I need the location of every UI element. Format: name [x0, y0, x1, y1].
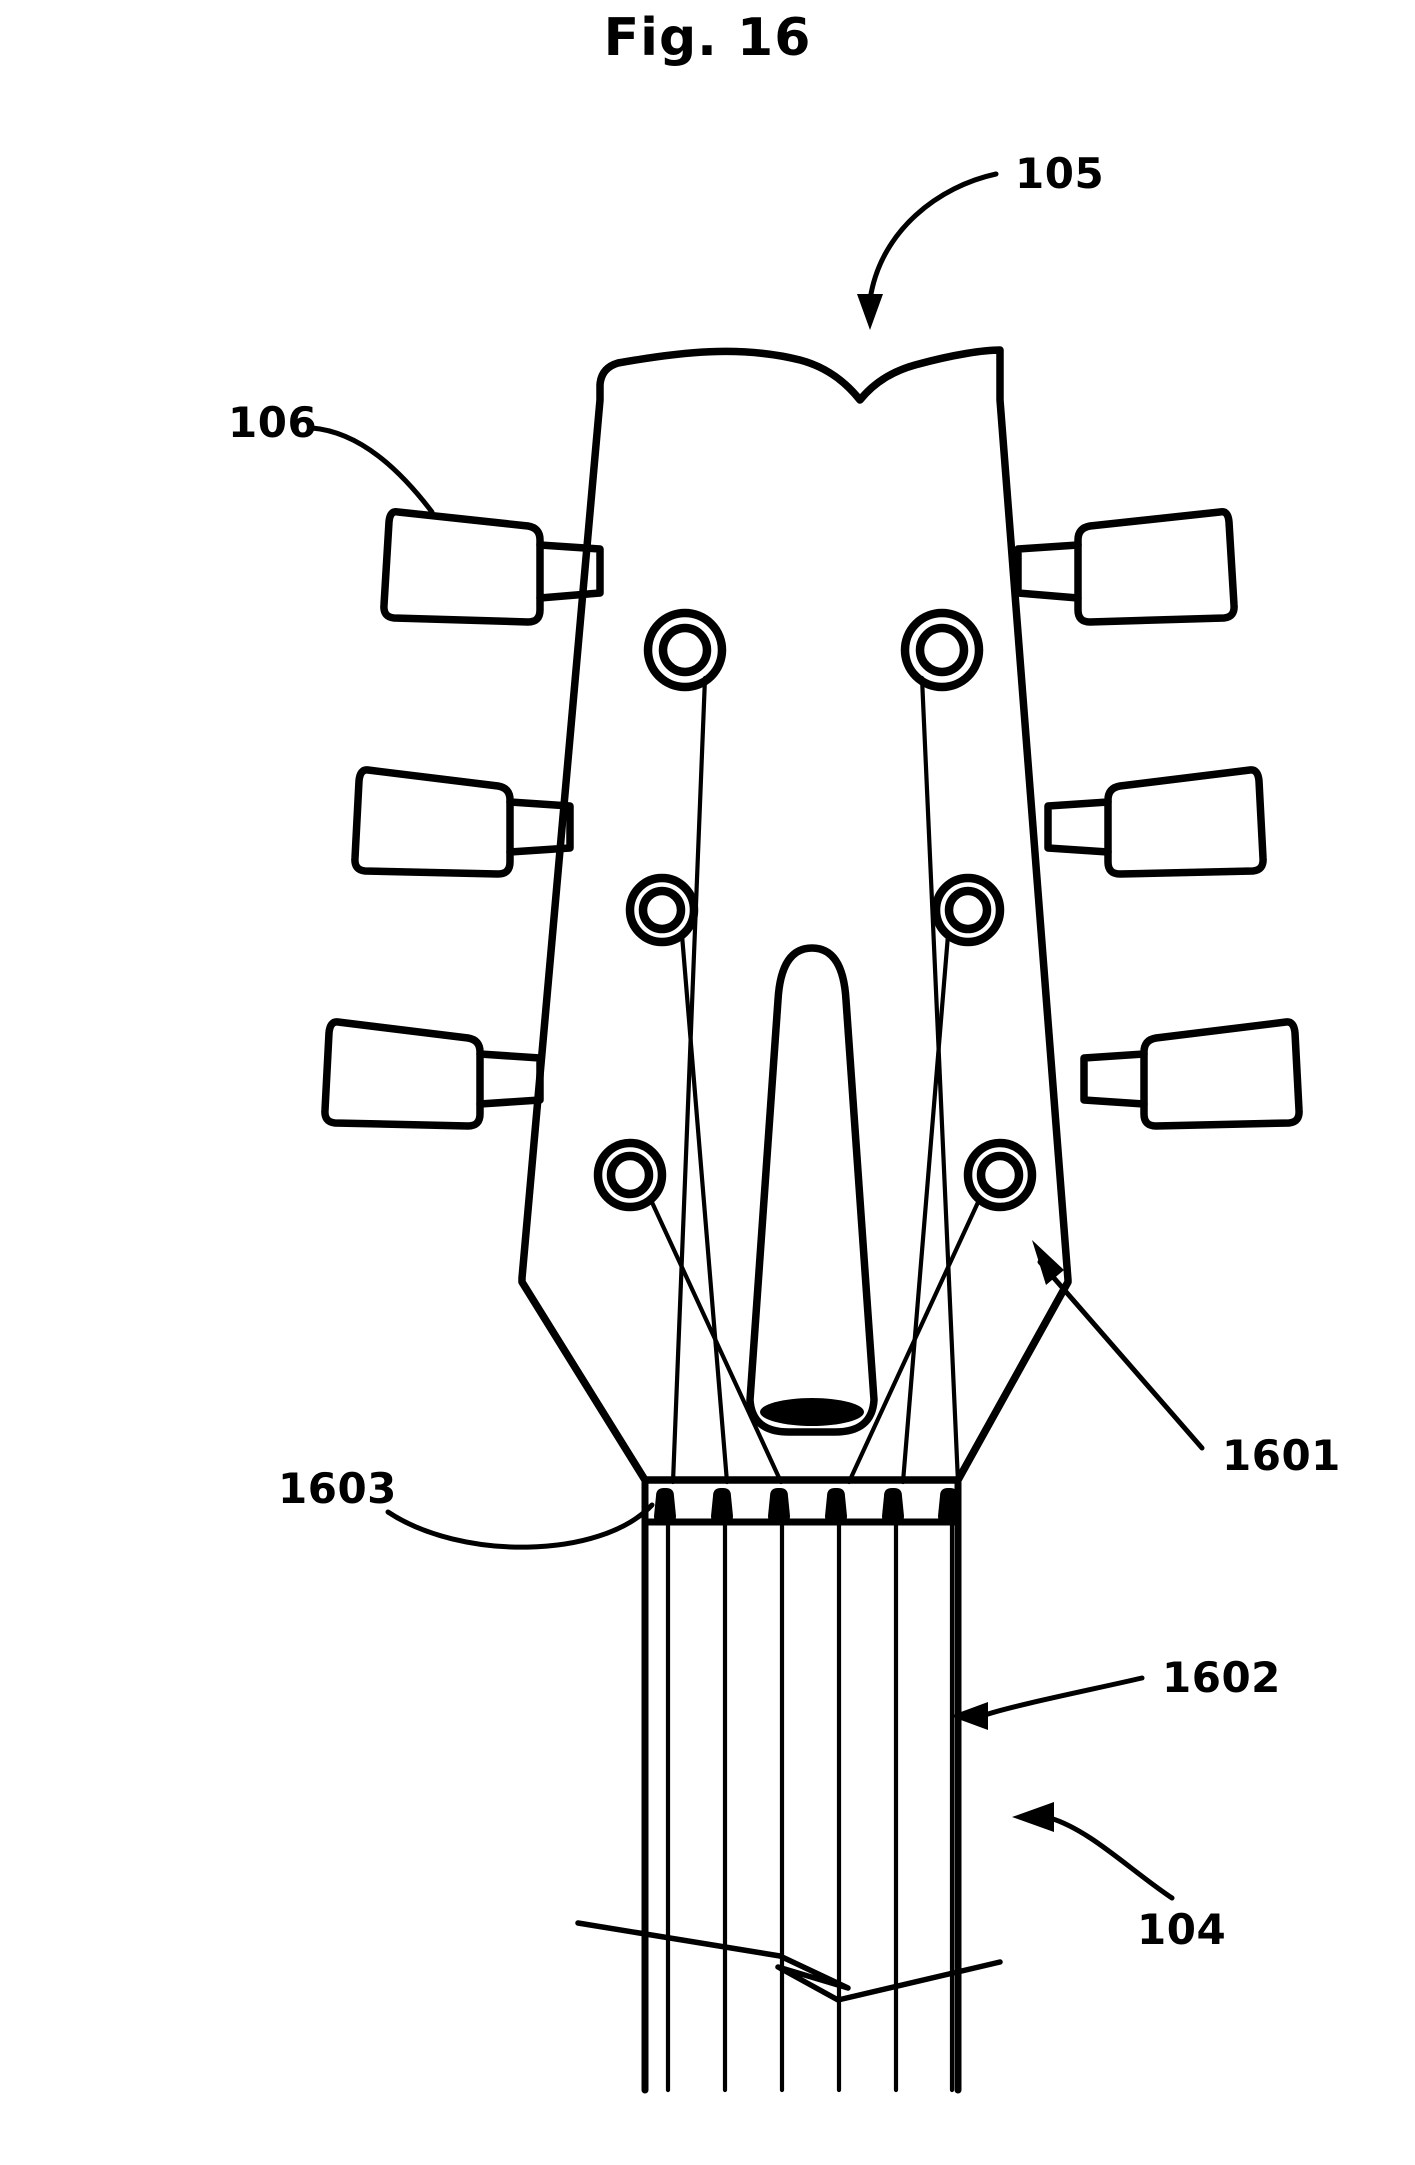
leader-lines	[309, 171, 1205, 1901]
string-segment-3	[647, 1195, 784, 1485]
string-post-left-3[interactable]	[593, 1138, 667, 1212]
ref-label-105: 105	[1015, 149, 1104, 198]
strings-on-fretboard	[665, 1519, 955, 2093]
arrowhead-104	[1012, 1802, 1054, 1832]
tuner-button-left-2[interactable]	[351, 766, 574, 878]
figure-title: Fig. 16	[603, 8, 812, 68]
truss-rod-nut-marker	[760, 1398, 864, 1426]
strings-on-headstock	[647, 675, 983, 1485]
leader-1602	[979, 1675, 1145, 1719]
nut	[641, 1476, 962, 1526]
tuner-button-left-1[interactable]	[380, 507, 604, 626]
truss-rod-slot	[746, 944, 878, 1436]
string-segment-6	[846, 1195, 983, 1485]
ref-label-104: 104	[1137, 1905, 1226, 1954]
string-posts	[593, 608, 1037, 1212]
string-post-right-3[interactable]	[963, 1138, 1037, 1212]
tuning-machine-buttons-left	[321, 507, 604, 1130]
string-segment-2	[679, 932, 730, 1485]
tuner-button-right-1[interactable]	[1014, 507, 1238, 626]
tuner-button-right-3[interactable]	[1080, 1018, 1303, 1130]
string-post-right-1[interactable]	[900, 608, 984, 692]
ref-label-106: 106	[228, 398, 317, 447]
tuner-button-right-2[interactable]	[1044, 766, 1267, 878]
leader-104	[1047, 1815, 1175, 1901]
string-segment-5	[900, 932, 951, 1485]
nut-string-slots	[654, 1488, 960, 1524]
string-post-left-2[interactable]	[625, 873, 699, 947]
string-post-right-2[interactable]	[931, 873, 1005, 947]
neck-break-line	[575, 1920, 1003, 2003]
string-post-left-1[interactable]	[643, 608, 727, 692]
ref-label-1602: 1602	[1162, 1653, 1281, 1702]
leader-1601	[1037, 1259, 1205, 1451]
string-segment-4	[919, 675, 961, 1485]
leader-105	[867, 171, 999, 303]
headstock-outline	[518, 346, 1072, 1484]
arrowhead-105	[857, 294, 883, 330]
string-segment-1	[670, 675, 708, 1485]
tuner-button-left-3[interactable]	[321, 1018, 544, 1130]
ref-label-1601: 1601	[1222, 1431, 1341, 1480]
leader-106	[309, 425, 435, 515]
tuning-machine-buttons-right	[1014, 507, 1303, 1130]
leader-1603	[385, 1502, 655, 1550]
fretboard	[641, 1518, 962, 2094]
ref-label-1603: 1603	[278, 1464, 397, 1513]
arrowhead-1602	[950, 1702, 988, 1730]
arrowhead-1601	[1032, 1240, 1064, 1285]
reference-numerals: 105 106 1601 1603 1602 104	[228, 149, 1341, 1954]
